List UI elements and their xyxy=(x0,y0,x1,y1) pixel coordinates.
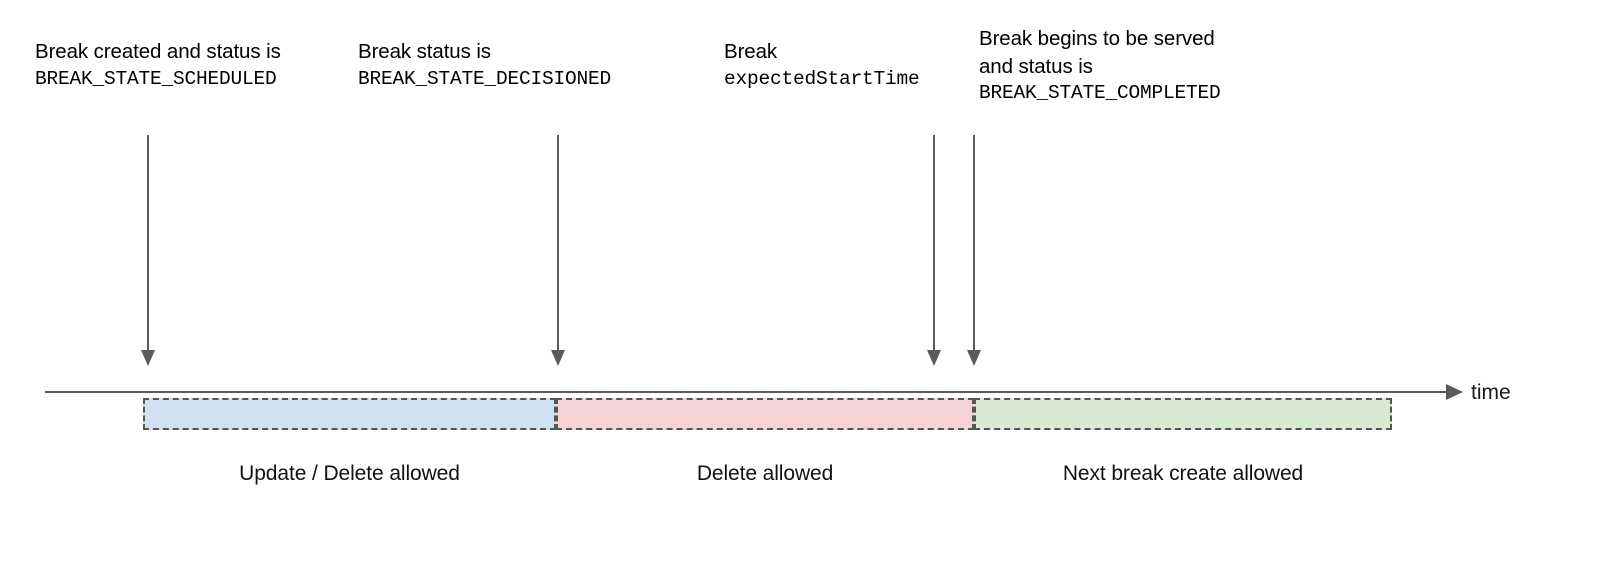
phase-caption-delete: Delete allowed xyxy=(696,462,834,485)
phase-bar-next-break-create xyxy=(974,398,1392,430)
annotation-line-1: Break begins to be served xyxy=(979,27,1215,50)
annotation-line-1: Break xyxy=(724,40,778,63)
time-axis-label: time xyxy=(1471,381,1511,404)
pointer-arrow-expected-start-time xyxy=(927,135,941,366)
pointer-arrow-decisioned xyxy=(551,135,565,366)
annotation-field-name: expectedStartTime xyxy=(724,67,920,90)
phase-caption-update-delete: Update / Delete allowed xyxy=(239,462,460,485)
arrow-shaft xyxy=(933,135,935,350)
annotation-label-decisioned: Break status is BREAK_STATE_DECISIONED xyxy=(358,38,611,93)
phase-bar-update-delete xyxy=(143,398,556,430)
annotation-line-2: and status is xyxy=(979,54,1093,78)
annotation-state-constant: BREAK_STATE_SCHEDULED xyxy=(35,67,277,90)
annotation-state-constant: BREAK_STATE_DECISIONED xyxy=(358,67,612,90)
arrow-head-icon xyxy=(551,350,565,366)
annotation-label-scheduled: Break created and status is BREAK_STATE_… xyxy=(35,38,281,93)
time-axis-arrow-icon xyxy=(1446,384,1463,400)
arrow-shaft xyxy=(147,135,149,350)
time-axis-line xyxy=(45,391,1450,393)
arrow-head-icon xyxy=(927,350,941,366)
pointer-arrow-scheduled xyxy=(141,135,155,366)
phase-bar-delete xyxy=(556,398,974,430)
arrow-shaft xyxy=(557,135,559,350)
annotation-label-expected-start-time: Break expectedStartTime xyxy=(724,38,920,93)
arrow-head-icon xyxy=(141,350,155,366)
arrow-shaft xyxy=(973,135,975,350)
annotation-line-1: Break created and status is xyxy=(35,40,281,63)
arrow-head-icon xyxy=(967,350,981,366)
annotation-label-completed: Break begins to be served and status is … xyxy=(979,25,1221,108)
annotation-state-constant: BREAK_STATE_COMPLETED xyxy=(979,82,1221,104)
annotation-line-1: Break status is xyxy=(358,40,491,63)
pointer-arrow-completed xyxy=(967,135,981,366)
phase-caption-next-break-create: Next break create allowed xyxy=(1062,462,1304,485)
